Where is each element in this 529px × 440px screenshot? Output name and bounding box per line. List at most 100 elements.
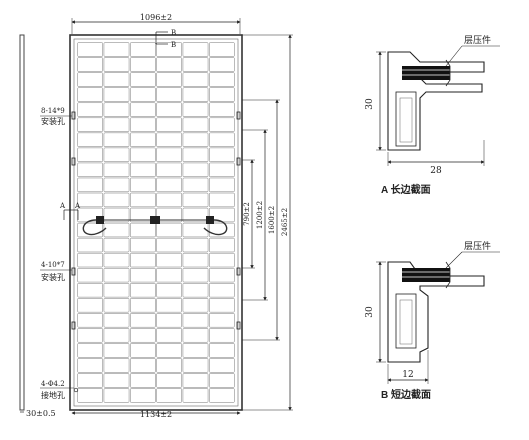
solar-cell bbox=[182, 373, 209, 388]
solar-cell bbox=[130, 298, 156, 313]
mounting-holes bbox=[71, 111, 241, 330]
solar-cell bbox=[182, 132, 209, 147]
solar-cell bbox=[182, 117, 209, 132]
solar-cell bbox=[156, 147, 182, 162]
height-790-label: 790±2 bbox=[243, 202, 251, 226]
solar-cell bbox=[77, 358, 103, 373]
solar-cell bbox=[103, 192, 130, 208]
solar-cell bbox=[130, 162, 156, 178]
section-a-height: 30 bbox=[365, 98, 375, 110]
solar-cell bbox=[130, 192, 156, 208]
ground-hole-label: 接地孔 bbox=[41, 390, 65, 400]
solar-cell bbox=[130, 373, 156, 388]
solar-cell bbox=[77, 72, 103, 87]
solar-cell bbox=[182, 252, 209, 268]
solar-cell bbox=[156, 373, 182, 388]
section-a-width: 28 bbox=[430, 166, 442, 176]
solar-cell bbox=[182, 207, 209, 223]
solar-cell bbox=[130, 283, 156, 298]
solar-cell bbox=[103, 252, 130, 268]
section-b-marker: B B bbox=[155, 29, 176, 49]
solar-cell bbox=[130, 237, 156, 253]
solar-cell bbox=[130, 102, 156, 117]
solar-cell bbox=[77, 328, 103, 343]
section-a-laminate bbox=[402, 59, 451, 87]
solar-cell bbox=[156, 177, 182, 193]
solar-cell bbox=[130, 388, 156, 403]
solar-cell bbox=[156, 117, 182, 132]
solar-cell bbox=[103, 132, 130, 147]
solar-cell bbox=[182, 177, 209, 193]
solar-cell bbox=[77, 298, 103, 313]
solar-cell bbox=[182, 222, 209, 238]
solar-cell bbox=[103, 267, 130, 283]
solar-cell bbox=[77, 388, 103, 403]
frame-depth-label: 30±0.5 bbox=[26, 409, 56, 418]
solar-cell bbox=[77, 177, 103, 193]
solar-cell bbox=[77, 87, 103, 102]
solar-cell bbox=[130, 177, 156, 193]
solar-cell bbox=[130, 343, 156, 358]
solar-cell bbox=[209, 237, 235, 253]
solar-cell bbox=[130, 313, 156, 328]
solar-cell bbox=[156, 358, 182, 373]
solar-cell bbox=[209, 388, 235, 403]
solar-cell bbox=[130, 358, 156, 373]
solar-cell bbox=[103, 222, 130, 238]
solar-cell bbox=[103, 42, 130, 57]
height-dimensions: 790±2 1200±2 1600±2 2465±2 bbox=[242, 34, 293, 411]
junction-box-middle bbox=[150, 216, 160, 224]
svg-text:B: B bbox=[171, 29, 176, 37]
cable-left bbox=[82, 219, 107, 236]
solar-cell bbox=[77, 162, 103, 178]
solar-cell bbox=[77, 252, 103, 268]
solar-cell bbox=[156, 72, 182, 87]
solar-cell bbox=[209, 283, 235, 298]
solar-cell bbox=[103, 162, 130, 178]
ground-hole-size: 4-Φ4.2 bbox=[41, 380, 65, 388]
solar-cell bbox=[103, 147, 130, 162]
section-b-laminate bbox=[402, 261, 451, 289]
svg-text:B: B bbox=[171, 41, 176, 49]
section-a-frame-profile bbox=[387, 51, 485, 151]
solar-cell bbox=[182, 328, 209, 343]
solar-cell bbox=[130, 267, 156, 283]
frame-side-profile bbox=[19, 34, 25, 411]
solar-cell bbox=[130, 87, 156, 102]
junction-box-right bbox=[206, 216, 214, 224]
solar-cell bbox=[77, 132, 103, 147]
solar-cell bbox=[103, 313, 130, 328]
solar-cell bbox=[77, 313, 103, 328]
solar-cell bbox=[156, 132, 182, 147]
solar-cell bbox=[103, 117, 130, 132]
svg-text:A: A bbox=[59, 202, 66, 210]
solar-cell bbox=[130, 42, 156, 57]
solar-cell bbox=[182, 298, 209, 313]
solar-cell bbox=[156, 222, 182, 238]
height-2465-label: 2465±2 bbox=[281, 208, 289, 236]
solar-cell bbox=[130, 72, 156, 87]
svg-text:A: A bbox=[74, 202, 81, 210]
solar-cell bbox=[103, 298, 130, 313]
solar-cell bbox=[103, 343, 130, 358]
solar-cell bbox=[156, 207, 182, 223]
solar-cell bbox=[77, 283, 103, 298]
solar-cell bbox=[182, 237, 209, 253]
section-a-title: A 长边截面 bbox=[381, 183, 431, 196]
solar-cell bbox=[182, 72, 209, 87]
solar-cell bbox=[77, 373, 103, 388]
section-b-callout: 层压件 bbox=[464, 240, 491, 252]
solar-cell bbox=[130, 222, 156, 238]
solar-cell bbox=[103, 328, 130, 343]
bottom-width-label: 1134±2 bbox=[140, 410, 172, 419]
solar-cell bbox=[156, 283, 182, 298]
solar-cell bbox=[209, 102, 235, 117]
solar-cell bbox=[209, 42, 235, 57]
mounting-hole-size: 8-14*9 bbox=[41, 107, 65, 115]
solar-cell bbox=[156, 237, 182, 253]
solar-cell bbox=[103, 207, 130, 223]
solar-cell bbox=[130, 132, 156, 147]
cell-grid bbox=[77, 42, 235, 403]
solar-cell bbox=[103, 373, 130, 388]
